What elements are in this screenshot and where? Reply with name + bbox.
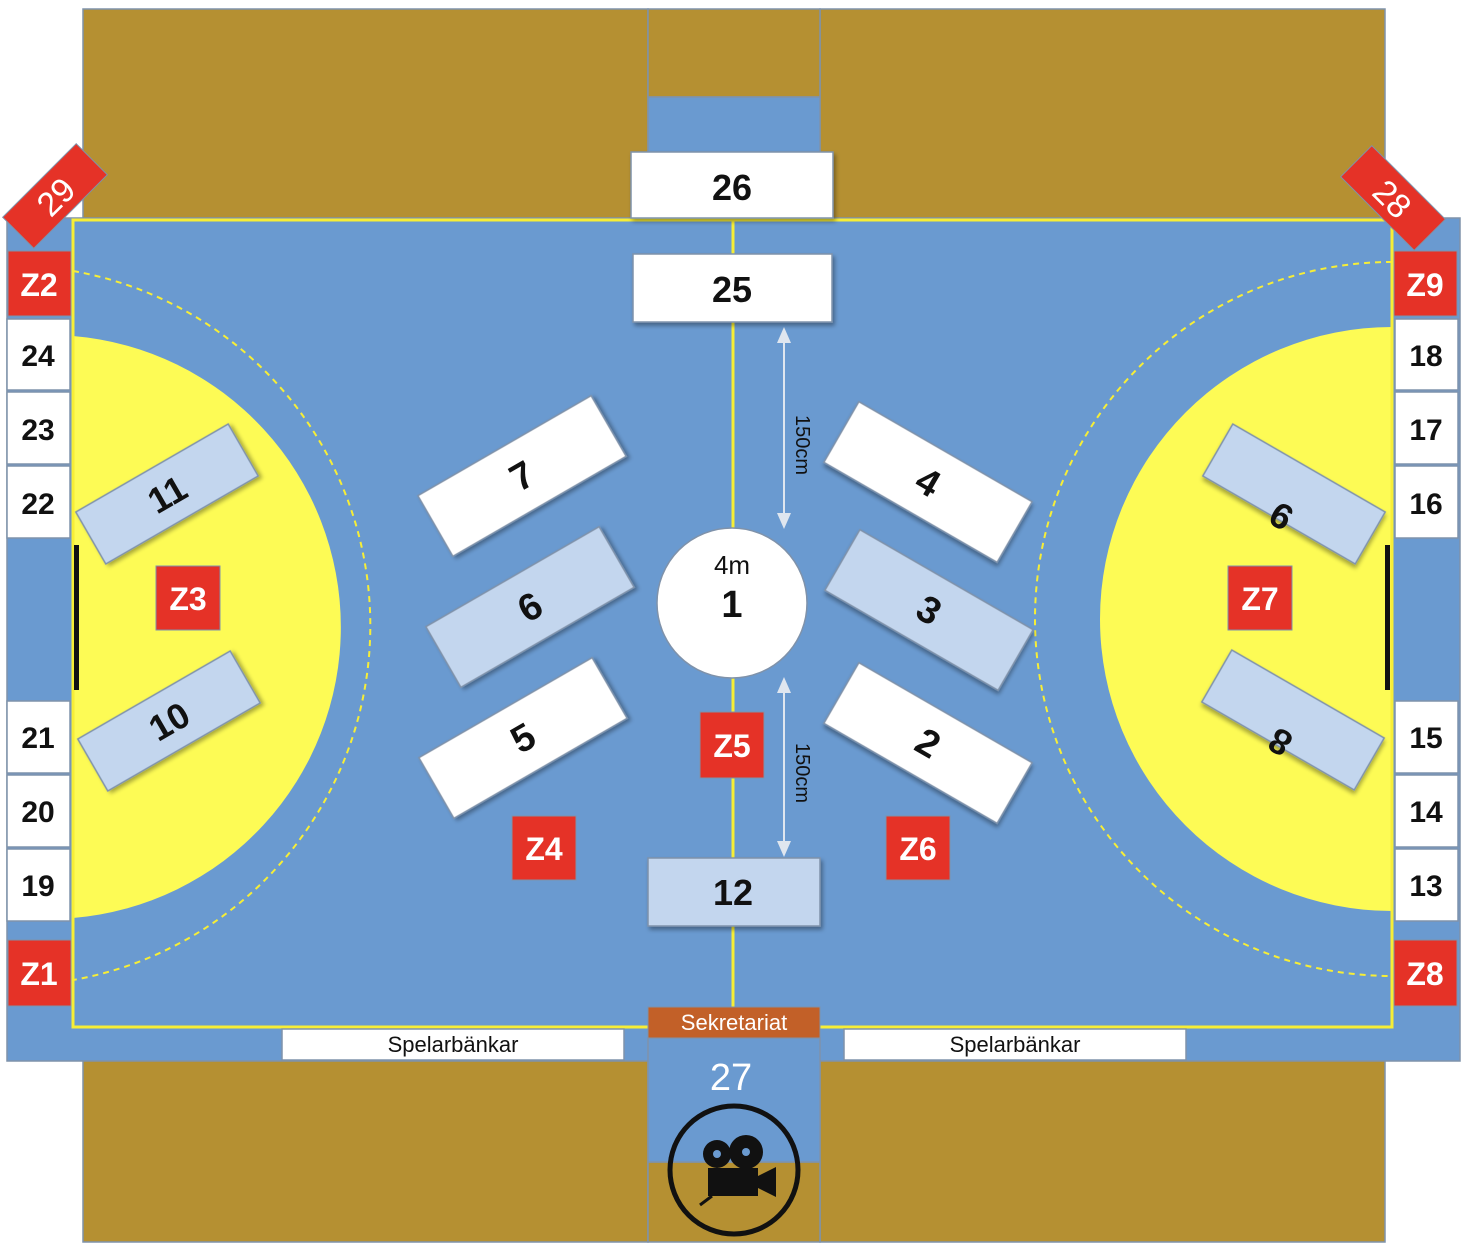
center-label-top: 4m xyxy=(714,550,750,580)
center-label-main: 1 xyxy=(721,584,742,626)
spot-25[interactable]: 25 xyxy=(632,253,833,323)
svg-text:Spelarbänkar: Spelarbänkar xyxy=(950,1032,1081,1057)
spot-22[interactable]: 22 xyxy=(6,465,71,539)
spot-9[interactable]: 9 xyxy=(1195,422,1387,578)
spot-20[interactable]: 20 xyxy=(6,774,71,848)
svg-text:14: 14 xyxy=(1409,796,1443,829)
secretariat-label: Sekretariat xyxy=(681,1010,787,1035)
center-circle[interactable]: 4m 1 xyxy=(656,527,808,679)
svg-text:20: 20 xyxy=(21,796,54,829)
measure-label-upper: 150cm xyxy=(791,415,813,475)
floor-top-right xyxy=(819,8,1386,220)
spot-21[interactable]: 21 xyxy=(6,700,71,774)
svg-text:26: 26 xyxy=(712,167,752,208)
svg-text:Z4: Z4 xyxy=(525,831,563,867)
floor-bottom-left xyxy=(82,1059,649,1243)
svg-text:23: 23 xyxy=(21,414,54,447)
svg-text:Z9: Z9 xyxy=(1406,267,1443,303)
spot-24[interactable]: 24 xyxy=(6,318,71,391)
spot-15[interactable]: 15 xyxy=(1394,700,1459,774)
floor-top-center xyxy=(647,8,821,98)
zones: Z2 Z1 Z9 Z8 Z3 Z7 Z5 Z4 Z6 xyxy=(7,250,1458,1007)
spot-10[interactable]: 10 xyxy=(76,649,262,793)
spot-8[interactable]: 8 xyxy=(1194,648,1386,804)
svg-text:25: 25 xyxy=(712,269,752,310)
zone-z6[interactable]: Z6 xyxy=(885,815,951,881)
svg-text:21: 21 xyxy=(21,722,54,755)
free-throw-line-left xyxy=(72,270,372,981)
spot-17[interactable]: 17 xyxy=(1394,391,1459,465)
svg-text:Z2: Z2 xyxy=(20,267,57,303)
spot-26[interactable]: 26 xyxy=(630,151,834,219)
spot-27[interactable]: 27 xyxy=(710,1057,752,1099)
zone-z9[interactable]: Z9 xyxy=(1393,250,1458,317)
zone-z3[interactable]: Z3 xyxy=(155,565,221,631)
svg-text:15: 15 xyxy=(1409,722,1442,755)
spot-14[interactable]: 14 xyxy=(1394,774,1459,848)
zone-z4[interactable]: Z4 xyxy=(511,815,577,881)
zone-z2[interactable]: Z2 xyxy=(7,250,72,317)
measure-label-lower: 150cm xyxy=(791,743,813,803)
svg-text:19: 19 xyxy=(21,870,54,903)
spot-18[interactable]: 18 xyxy=(1394,318,1459,391)
svg-text:Z6: Z6 xyxy=(899,831,936,867)
left-side-spots: 24 23 22 21 20 19 xyxy=(6,318,71,922)
floor-top-left xyxy=(82,8,649,220)
svg-text:22: 22 xyxy=(21,488,54,521)
svg-text:12: 12 xyxy=(713,872,753,913)
spot-3[interactable]: 3 xyxy=(823,528,1035,692)
right-side-spots: 18 17 16 15 14 13 xyxy=(1394,318,1459,922)
free-throw-line-right xyxy=(1034,261,1393,977)
secretariat[interactable]: Sekretariat xyxy=(647,1006,821,1039)
spot-16[interactable]: 16 xyxy=(1394,465,1459,539)
measure-upper: 150cm xyxy=(777,327,813,529)
spot-5[interactable]: 5 xyxy=(417,656,629,820)
goal-left xyxy=(74,545,79,690)
spot-6[interactable]: 6 xyxy=(424,525,636,689)
svg-text:Z5: Z5 xyxy=(713,728,750,764)
spot-4[interactable]: 4 xyxy=(822,400,1034,564)
svg-text:18: 18 xyxy=(1409,340,1442,373)
bench-right[interactable]: Spelarbänkar xyxy=(843,1028,1187,1061)
zone-z5[interactable]: Z5 xyxy=(699,711,765,779)
svg-text:Z3: Z3 xyxy=(169,581,206,617)
svg-text:16: 16 xyxy=(1409,488,1442,521)
zone-z1[interactable]: Z1 xyxy=(7,939,72,1007)
bench-left[interactable]: Spelarbänkar xyxy=(281,1028,625,1061)
zone-z7[interactable]: Z7 xyxy=(1227,565,1293,631)
spot-2[interactable]: 2 xyxy=(822,661,1034,825)
measure-lower: 150cm xyxy=(777,677,813,857)
floor-bottom-right xyxy=(819,1059,1386,1243)
spot-12[interactable]: 12 xyxy=(647,857,821,927)
svg-text:Z7: Z7 xyxy=(1241,581,1278,617)
spot-7[interactable]: 7 xyxy=(416,394,628,558)
spot-19[interactable]: 19 xyxy=(6,848,71,922)
video-camera-icon xyxy=(667,1103,801,1237)
svg-text:17: 17 xyxy=(1409,414,1442,447)
spot-13[interactable]: 13 xyxy=(1394,848,1459,922)
svg-text:13: 13 xyxy=(1409,870,1442,903)
svg-text:24: 24 xyxy=(21,340,55,373)
svg-text:Z8: Z8 xyxy=(1406,956,1443,992)
svg-text:Z1: Z1 xyxy=(20,956,57,992)
svg-text:Spelarbänkar: Spelarbänkar xyxy=(388,1032,519,1057)
zone-z8[interactable]: Z8 xyxy=(1393,939,1458,1007)
spot-11[interactable]: 11 xyxy=(74,422,260,566)
goal-right xyxy=(1385,545,1390,690)
spot-23[interactable]: 23 xyxy=(6,391,71,465)
